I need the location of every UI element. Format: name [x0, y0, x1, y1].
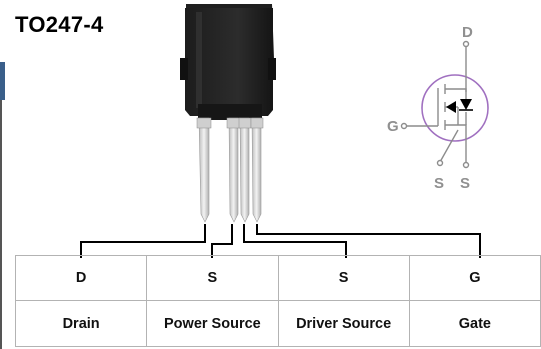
lead-gate: [251, 117, 262, 223]
lead-shoulder-drain: [196, 117, 212, 129]
pin-name-row: Drain Power Source Driver Source Gate: [14, 300, 541, 347]
symbol-label-gate: G: [387, 118, 399, 135]
gate-terminal: [400, 122, 408, 130]
drain-terminal: [462, 40, 470, 48]
pin-code-cell: S: [146, 255, 279, 301]
pin-code-cell: S: [277, 255, 410, 301]
symbol-circle: [421, 74, 489, 142]
symbol-label-source-1: S: [434, 175, 444, 192]
lead-shoulder-ds: [238, 117, 252, 129]
pin-code-cell: G: [408, 255, 541, 301]
left-edge-border: [0, 100, 2, 349]
connector-drain: [80, 224, 206, 258]
pin-name-cell: Gate: [408, 300, 541, 347]
pin-table: D S S G Drain Power Source Driver Source…: [14, 255, 541, 347]
lead-driver-source: [239, 117, 250, 223]
package-base: [198, 104, 262, 120]
source-terminal-2: [462, 161, 470, 169]
pin-connectors: [80, 224, 481, 258]
to247-package: [180, 4, 276, 223]
pin-name-cell: Drain: [14, 300, 148, 347]
symbol-label-source-2: S: [460, 175, 470, 192]
lead-shoulder-gate: [250, 117, 264, 129]
connector-driver-source: [243, 224, 347, 258]
package-title: TO247-4: [15, 12, 104, 37]
side-notch-left: [180, 58, 188, 80]
mold-highlight: [196, 12, 202, 108]
source-terminal-1: [436, 159, 444, 167]
package-body: [185, 8, 273, 116]
pin-name-cell: Driver Source: [277, 300, 410, 347]
side-notch-right: [268, 58, 276, 80]
pin-code-row: D S S G: [14, 255, 541, 301]
lead-shoulder-ps: [226, 117, 241, 129]
pin-name-cell: Power Source: [146, 300, 279, 347]
lead-drain: [198, 117, 210, 223]
lead-power-source: [228, 117, 239, 223]
connector-power-source: [211, 224, 233, 258]
symbol-label-drain: D: [462, 24, 473, 41]
left-edge-fragment: [0, 62, 5, 100]
connector-gate: [256, 224, 481, 258]
pin-code-cell: D: [14, 255, 148, 301]
mosfet-symbol: [400, 40, 489, 169]
channel-arrow: [446, 101, 456, 113]
diode-triangle: [460, 99, 472, 110]
